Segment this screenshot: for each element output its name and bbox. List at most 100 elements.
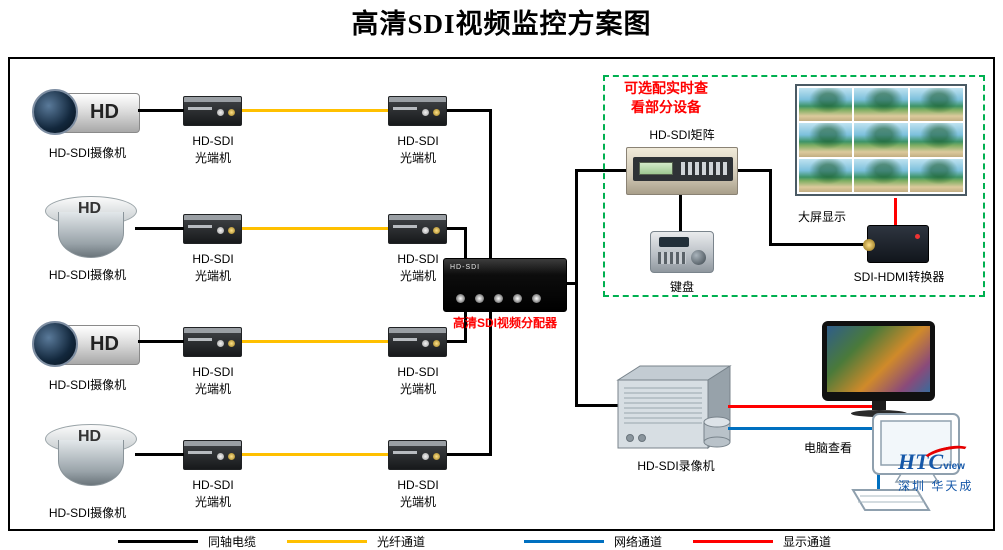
display-monitor bbox=[822, 321, 935, 417]
legend-line-network bbox=[524, 539, 604, 543]
monitor-screen bbox=[827, 326, 930, 392]
hd-badge: HD bbox=[90, 333, 119, 355]
hd-sdi-recorder bbox=[616, 365, 732, 450]
bigscreen-label: 大屏显示 bbox=[797, 210, 846, 224]
wall-cell bbox=[909, 158, 963, 192]
distributor-label: 高清SDI视频分配器 bbox=[452, 316, 557, 330]
camera-lens-icon bbox=[32, 89, 78, 135]
logo-subtitle: 深圳 华天成 bbox=[898, 479, 974, 493]
matrix-lcd bbox=[639, 162, 673, 175]
keyboard-label: 键盘 bbox=[669, 280, 694, 294]
wall-cell bbox=[909, 88, 963, 122]
sdi-hdmi-converter bbox=[863, 225, 929, 263]
display-line bbox=[894, 198, 897, 225]
legend-item-display: 显示通道 bbox=[693, 533, 831, 549]
keyboard-screen bbox=[659, 237, 689, 247]
coaxial-line bbox=[575, 169, 578, 407]
camera-label-2: HD-SDI摄像机 bbox=[48, 268, 127, 282]
optical-terminal-4b bbox=[388, 440, 447, 470]
legend-item-fiber: 光纤通道 bbox=[287, 533, 425, 549]
coaxial-line bbox=[464, 312, 467, 343]
dome-ball bbox=[58, 212, 124, 258]
diagram-border bbox=[8, 57, 995, 531]
legend-item-coaxial: 同轴电缆 bbox=[118, 533, 256, 549]
fiber-line bbox=[242, 453, 388, 456]
power-led-icon bbox=[915, 234, 920, 239]
coaxial-line bbox=[769, 169, 772, 246]
coaxial-line bbox=[575, 169, 626, 172]
matrix-label: HD-SDI矩阵 bbox=[649, 128, 715, 142]
wall-cell bbox=[854, 88, 908, 122]
logo-brand: HTC bbox=[898, 449, 944, 474]
coaxial-line bbox=[138, 109, 184, 112]
box-camera-1: HD bbox=[32, 88, 140, 138]
legend-line-display bbox=[693, 539, 773, 543]
coaxial-line bbox=[738, 169, 772, 172]
dome-camera-2: HD bbox=[45, 196, 137, 260]
optical-terminal-1a bbox=[183, 96, 242, 126]
fiber-line bbox=[242, 109, 388, 112]
converter-label: SDI-HDMI转换器 bbox=[853, 270, 945, 284]
optical-terminal-3b bbox=[388, 327, 447, 357]
control-keyboard bbox=[650, 231, 714, 273]
coaxial-line bbox=[769, 243, 867, 246]
viewing-pc bbox=[851, 413, 960, 511]
camera-lens-icon bbox=[32, 321, 78, 367]
optical-terminal-2a bbox=[183, 214, 242, 244]
keyboard-joystick bbox=[691, 250, 706, 265]
optical-terminal-3a bbox=[183, 327, 242, 357]
sdi-matrix bbox=[626, 147, 738, 195]
optical-terminal-4a bbox=[183, 440, 242, 470]
wall-cell bbox=[854, 158, 908, 192]
recorder-label: HD-SDI录像机 bbox=[637, 459, 715, 473]
display-line bbox=[728, 405, 878, 408]
coaxial-line bbox=[447, 109, 492, 112]
coaxial-line bbox=[447, 453, 492, 456]
keyboard-keys bbox=[658, 252, 686, 264]
optical-terminal-1b bbox=[388, 96, 447, 126]
optional-note: 可选配实时查 看部分设备 bbox=[624, 80, 708, 115]
coaxial-line bbox=[135, 453, 184, 456]
video-wall bbox=[795, 84, 967, 196]
distributor-panel-text: HD-SDI bbox=[450, 264, 481, 271]
matrix-buttons bbox=[681, 162, 727, 175]
wall-cell bbox=[799, 123, 853, 157]
coaxial-line bbox=[575, 404, 620, 407]
legend-item-network: 网络通道 bbox=[524, 533, 662, 549]
dome-ball bbox=[58, 440, 124, 486]
legend-line-fiber bbox=[287, 539, 367, 543]
diagram-title: 高清SDI视频监控方案图 bbox=[351, 9, 652, 39]
wall-cell bbox=[909, 123, 963, 157]
network-line bbox=[728, 427, 880, 430]
pc-view-label: 电脑查看 bbox=[803, 441, 852, 455]
wall-cell bbox=[854, 123, 908, 157]
camera-label-1: HD-SDI摄像机 bbox=[48, 146, 127, 160]
coaxial-line bbox=[489, 312, 492, 456]
htcview-logo: HTCview 深圳 华天成 bbox=[898, 441, 974, 494]
coaxial-line bbox=[447, 340, 467, 343]
camera-label-3: HD-SDI摄像机 bbox=[48, 378, 127, 392]
coaxial-line bbox=[138, 340, 184, 343]
fiber-line bbox=[242, 340, 388, 343]
wall-cell bbox=[799, 158, 853, 192]
hd-badge: HD bbox=[90, 101, 119, 123]
logo-suffix: view bbox=[943, 461, 965, 472]
box-camera-3: HD bbox=[32, 320, 140, 370]
coaxial-line bbox=[679, 195, 682, 231]
distributor-ports bbox=[456, 294, 541, 303]
bnc-connector-icon bbox=[863, 239, 875, 251]
coaxial-line bbox=[464, 227, 467, 261]
optical-terminal-2b bbox=[388, 214, 447, 244]
coaxial-line bbox=[447, 227, 467, 230]
hd-badge: HD bbox=[78, 428, 102, 445]
coaxial-line bbox=[567, 282, 578, 285]
monitor-neck bbox=[872, 401, 886, 410]
fiber-line bbox=[242, 227, 388, 230]
